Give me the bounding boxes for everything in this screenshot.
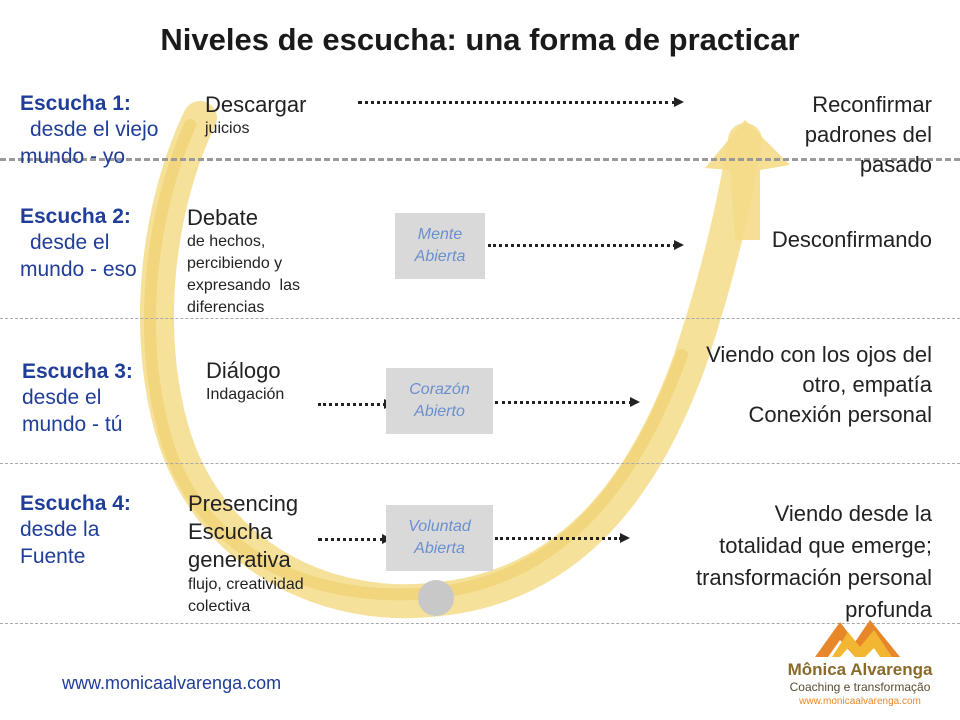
result-line: pasado <box>859 152 932 177</box>
bottom-point <box>418 580 454 616</box>
divider-3 <box>0 463 960 464</box>
level-heading: Escucha 2: <box>20 205 131 228</box>
mode-label: Diálogo <box>206 358 281 383</box>
mode-label: Descargar <box>205 92 307 117</box>
level-1-mode: Descargar juicios <box>205 92 306 140</box>
gate-label: Abierta <box>414 540 465 557</box>
level-4-arrow-in <box>318 534 392 544</box>
level-heading: Escucha 4: <box>20 492 131 515</box>
logo-tagline: Coaching e transformação <box>789 680 931 694</box>
divider-1 <box>0 158 960 161</box>
level-from-line-2: mundo - yo <box>20 145 126 168</box>
level-3-mode: Diálogo Indagación <box>206 358 284 406</box>
mode-detail: diferencias <box>187 299 265 316</box>
level-4-source: Escucha 4: desde la Fuente <box>20 492 185 570</box>
level-from-line-1: desde el viejo <box>30 118 159 141</box>
result-line: Desconfirmando <box>771 227 932 252</box>
gate-label: Abierto <box>414 403 465 420</box>
logo-name: Mônica Alvarenga <box>787 660 933 679</box>
mode-label: Debate <box>187 205 258 230</box>
result-line: totalidad que emerge; <box>719 533 932 558</box>
footer-url[interactable]: www.monicaalvarenga.com <box>62 673 282 693</box>
level-3-result: Viendo con los ojos del otro, empatía Co… <box>612 340 932 430</box>
divider-4 <box>0 623 960 624</box>
level-3-arrow <box>495 397 640 407</box>
mode-detail: flujo, creatividad <box>188 576 304 593</box>
level-from-line-1: desde el <box>30 231 110 254</box>
mode-detail: expresando las <box>187 277 300 294</box>
gate-open-heart: Corazón Abierto <box>386 368 493 434</box>
gate-label: Mente <box>417 226 463 243</box>
level-from-line-1: desde el <box>22 386 102 409</box>
level-from-line-2: mundo - eso <box>20 258 137 281</box>
brand-logo: Mônica Alvarenga Coaching e transformaçã… <box>785 612 935 712</box>
level-2-arrow <box>488 240 684 250</box>
arc-stroke-texture <box>143 119 688 601</box>
level-3-source: Escucha 3: desde el mundo - tú <box>22 360 192 438</box>
level-4-arrow <box>495 533 630 543</box>
level-2-result: Desconfirmando <box>672 225 932 255</box>
mountains-logo-icon <box>815 620 900 657</box>
mode-detail-main: generativa <box>188 547 291 572</box>
divider-2 <box>0 318 960 319</box>
result-line: padrones del <box>804 122 932 147</box>
mode-label: Presencing <box>188 491 299 516</box>
gate-open-mind: Mente Abierta <box>395 213 485 279</box>
gate-label: Voluntad <box>408 518 471 535</box>
arc-arrowhead <box>705 120 790 240</box>
gate-open-will: Voluntad Abierta <box>386 505 493 571</box>
mode-detail: juicios <box>205 120 250 137</box>
level-1-source: Escucha 1: desde el viejo mundo - yo <box>20 92 205 170</box>
gate-label: Abierta <box>414 248 466 265</box>
level-4-result: Viendo desde la totalidad que emerge; tr… <box>612 498 932 626</box>
level-1-arrow <box>358 97 684 107</box>
result-line: Viendo con los ojos del <box>706 342 932 367</box>
result-line: Viendo desde la <box>774 501 932 526</box>
mode-detail: Indagación <box>206 386 285 403</box>
level-from-line-1: desde la <box>20 518 100 541</box>
level-1-result: Reconfirmar padrones del pasado <box>672 90 932 180</box>
level-3-arrow-in <box>318 399 394 409</box>
gate-label: Corazón <box>409 381 470 398</box>
mode-detail: percibiendo y <box>187 255 283 272</box>
level-heading: Escucha 3: <box>22 360 133 383</box>
logo-url: www.monicaalvarenga.com <box>799 696 921 707</box>
mode-detail: de hechos, <box>187 233 266 250</box>
level-2-source: Escucha 2: desde el mundo - eso <box>20 205 190 283</box>
result-line: otro, empatía <box>802 372 932 397</box>
result-line: Conexión personal <box>748 402 932 427</box>
mode-detail-main: Escucha <box>188 519 273 544</box>
level-2-mode: Debate de hechos, percibiendo y expresan… <box>187 205 300 319</box>
result-line: Reconfirmar <box>812 92 932 117</box>
result-line: profunda <box>845 597 932 622</box>
level-heading: Escucha 1: <box>20 92 131 115</box>
level-from-line-2: Fuente <box>20 545 86 568</box>
mode-detail: colectiva <box>188 598 251 615</box>
page-title: Niveles de escucha: una forma de practic… <box>160 22 800 57</box>
level-from-line-2: mundo - tú <box>22 413 123 436</box>
level-4-mode: Presencing Escucha generativa flujo, cre… <box>188 490 304 618</box>
result-line: transformación personal <box>695 565 932 590</box>
